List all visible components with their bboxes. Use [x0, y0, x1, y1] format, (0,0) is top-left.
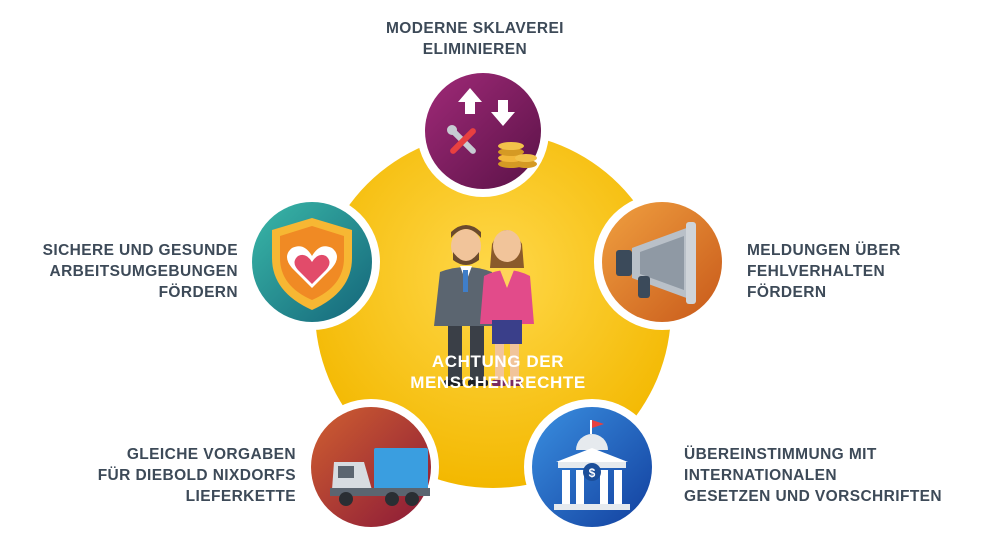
tools-coins-arrows-icon [447, 88, 537, 168]
label-line: INTERNATIONALEN [684, 467, 837, 484]
label-compliance: ÜBEREINSTIMMUNG MIT INTERNATIONALEN GESE… [684, 444, 942, 507]
label-safe-workplaces: SICHERE UND GESUNDE ARBEITSUMGEBUNGEN FÖ… [43, 240, 238, 303]
heart-shield-icon [272, 218, 352, 310]
label-supply-chain: GLEICHE VORGABEN FÜR DIEBOLD NIXDORFS LI… [98, 444, 296, 507]
label-line: GLEICHE VORGABEN [126, 446, 296, 463]
government-building-icon: $ [554, 420, 630, 510]
label-line: ÜBEREINSTIMMUNG MIT [684, 446, 877, 463]
two-people-icon [434, 225, 534, 386]
label-modern-slavery: MODERNE SKLAVEREI ELIMINIEREN [386, 18, 564, 60]
label-line: LIEFERKETTE [185, 488, 296, 505]
center-label-line: ACHTUNG DER [431, 352, 565, 371]
label-line: SICHERE UND GESUNDE [42, 242, 238, 259]
item-circle-top [417, 65, 549, 197]
svg-text:$: $ [589, 466, 596, 480]
megaphone-icon [616, 222, 696, 304]
label-line: FÖRDERN [158, 284, 238, 301]
delivery-truck-icon [330, 448, 430, 506]
item-circle-bottom-left [303, 399, 439, 535]
label-line: FEHLVERHALTEN [747, 263, 886, 280]
label-line: MODERNE SKLAVEREI [386, 20, 564, 37]
label-line: ELIMINIEREN [422, 41, 528, 58]
label-line: GESETZEN UND VORSCHRIFTEN [684, 488, 943, 505]
label-line: MELDUNGEN ÜBER [747, 242, 901, 259]
label-line: FÖRDERN [747, 284, 827, 301]
label-line: FÜR DIEBOLD NIXDORFS [97, 467, 296, 484]
item-circle-left [244, 194, 380, 330]
center-label-line: MENSCHENRECHTE [410, 373, 586, 392]
label-line: ARBEITSUMGEBUNGEN [49, 263, 238, 280]
center-label: ACHTUNG DER MENSCHENRECHTE [380, 351, 616, 393]
item-circle-right [594, 194, 730, 330]
label-reporting-misconduct: MELDUNGEN ÜBER FEHLVERHALTEN FÖRDERN [747, 240, 901, 303]
item-circle-bottom-right: $ [524, 399, 660, 535]
